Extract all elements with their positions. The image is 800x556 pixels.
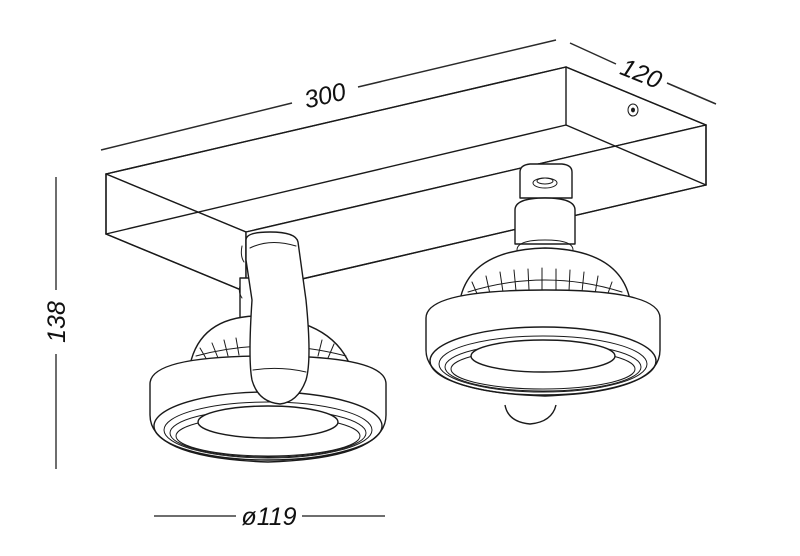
right-stem <box>514 197 576 245</box>
diameter-dimension: ø119 <box>154 503 385 531</box>
base-plate <box>105 66 707 293</box>
depth-dim-line-right <box>666 82 717 105</box>
right-bottom-knob <box>504 404 557 425</box>
length-dim-label: 300 <box>302 78 349 115</box>
height-dim-label: 138 <box>43 301 71 343</box>
right-swivel-cap <box>519 163 573 199</box>
height-dimension: 138 <box>43 177 71 469</box>
left-lens <box>197 405 339 439</box>
depth-dim-label: 120 <box>616 53 665 95</box>
diameter-dim-label: ø119 <box>241 503 296 531</box>
right-lens <box>470 339 616 373</box>
screw-icon <box>627 103 639 117</box>
depth-dim-line-left <box>569 42 617 65</box>
length-dim-line-left <box>100 102 293 151</box>
length-dim-line-right <box>357 39 557 88</box>
left-bracket <box>245 231 310 405</box>
left-spotlight-head <box>149 231 387 463</box>
right-spotlight-head <box>425 163 661 425</box>
